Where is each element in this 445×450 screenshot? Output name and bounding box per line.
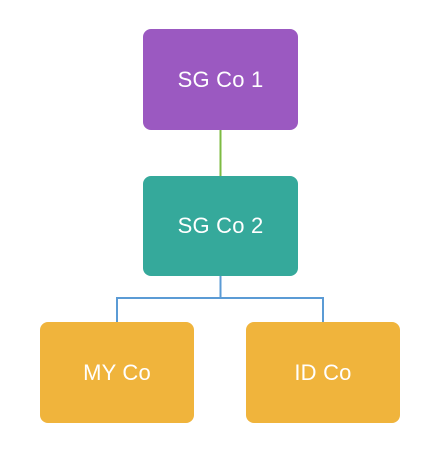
node-my-co[interactable]: MY Co <box>40 322 194 423</box>
node-sg-co-1-label: SG Co 1 <box>177 66 264 92</box>
node-id-co-label: ID Co <box>294 359 352 385</box>
node-sg-co-2[interactable]: SG Co 2 <box>143 176 298 276</box>
node-my-co-label: MY Co <box>83 359 151 385</box>
node-id-co[interactable]: ID Co <box>246 322 400 423</box>
node-sg-co-1[interactable]: SG Co 1 <box>143 29 298 130</box>
node-sg-co-2-label: SG Co 2 <box>177 213 264 238</box>
